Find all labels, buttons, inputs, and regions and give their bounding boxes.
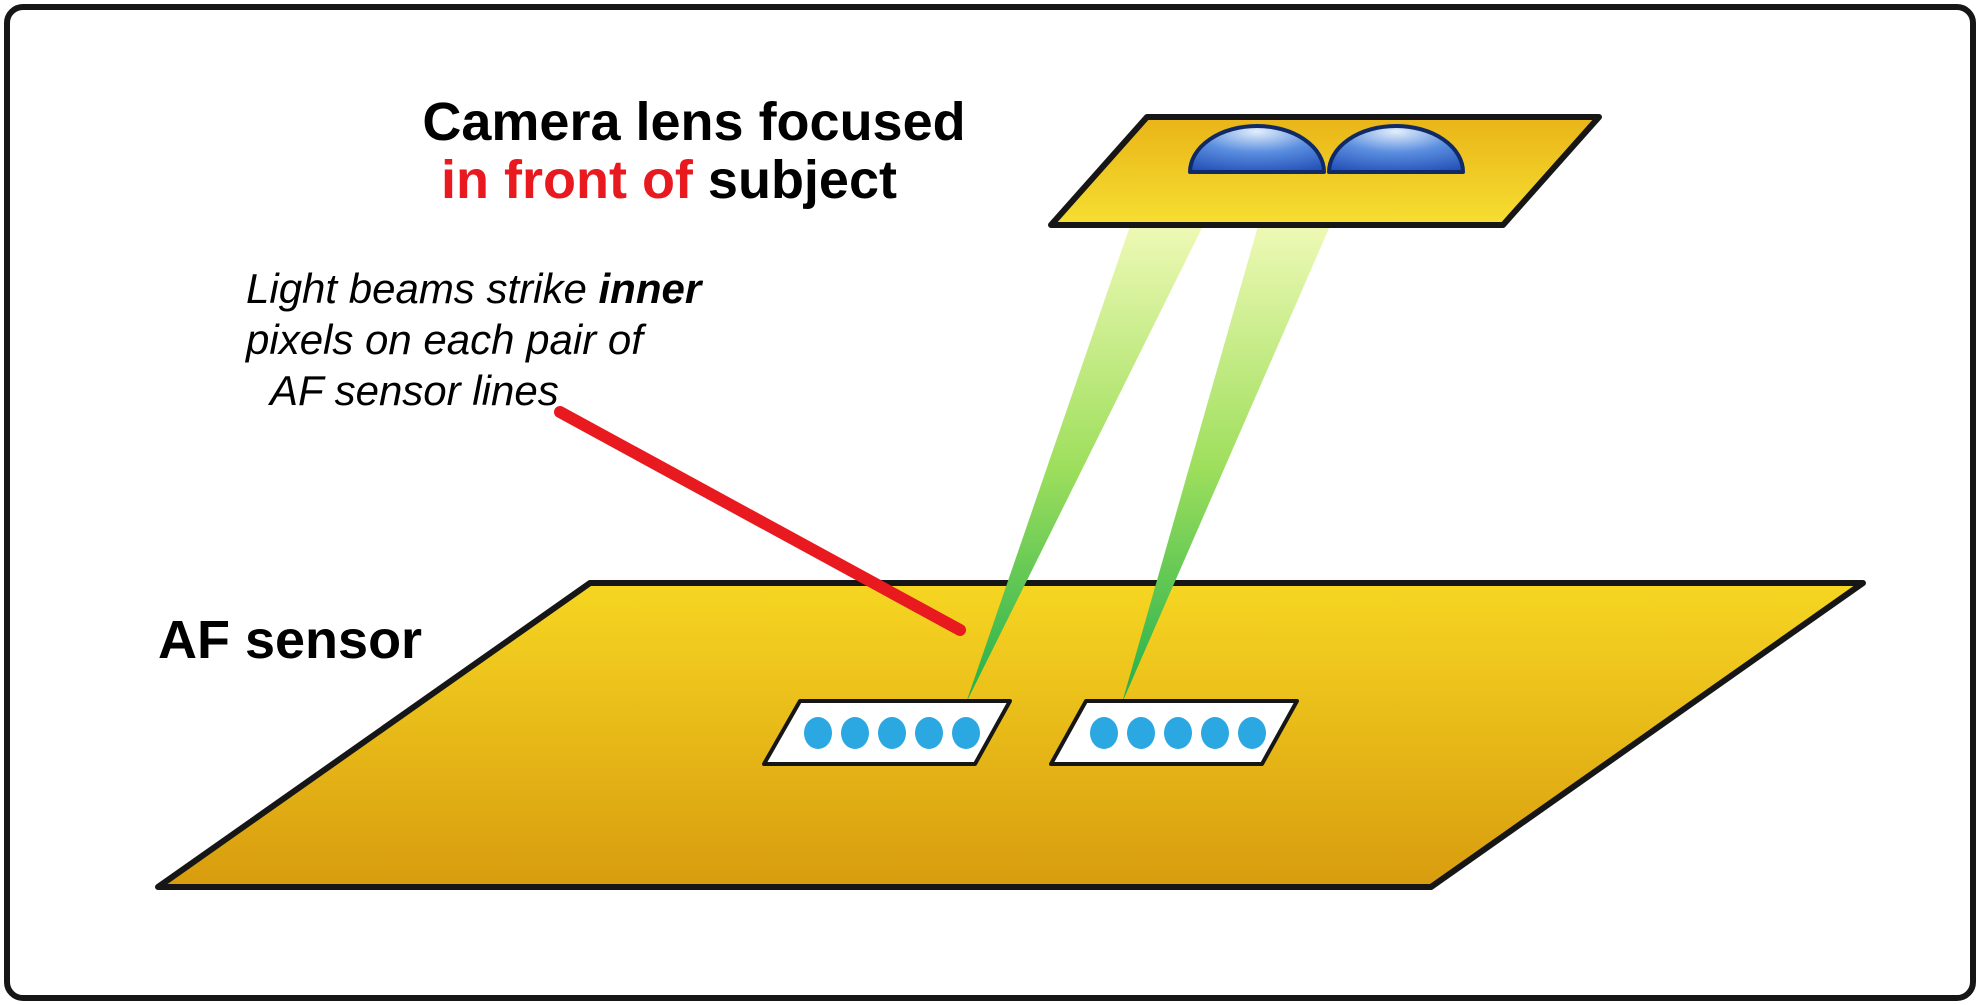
af-pixel-dot	[1090, 717, 1118, 749]
annotation-line1-bold: inner	[599, 265, 704, 312]
pointer-line	[554, 406, 966, 636]
af-pixel-dot	[878, 717, 906, 749]
af-pixel-dot	[1164, 717, 1192, 749]
af-pixel-dot	[915, 717, 943, 749]
title-focus-state-red: in front of	[441, 150, 708, 210]
light-beam-right	[1122, 226, 1330, 703]
af-pixel-dot	[952, 717, 980, 749]
af-pixels-right	[1090, 717, 1266, 749]
annotation-line3: AF sensor lines	[267, 367, 559, 414]
af-pixel-dot	[1201, 717, 1229, 749]
af-pixels-left	[804, 717, 980, 749]
title-subject-black: subject	[708, 150, 897, 210]
af-pixel-dot	[1238, 717, 1266, 749]
lens-element-right	[1327, 124, 1465, 174]
diagram-title-line2: in front of subject	[441, 150, 897, 210]
lens-element-left	[1188, 124, 1326, 174]
annotation-line1-normal: Light beams strike	[246, 265, 599, 312]
af-sensor-label: AF sensor	[158, 610, 422, 670]
af-pixel-dot	[804, 717, 832, 749]
border-frame	[4, 4, 1976, 1001]
diagram-title-line1: Camera lens focused	[422, 92, 965, 152]
light-beam-left	[966, 226, 1203, 703]
af-pixel-dot	[841, 717, 869, 749]
af-sensor-plate	[155, 580, 1866, 890]
annotation-line1: Light beams strike inner	[246, 265, 704, 312]
af-pixel-dot	[1127, 717, 1155, 749]
annotation-line2: pixels on each pair of	[244, 316, 647, 363]
